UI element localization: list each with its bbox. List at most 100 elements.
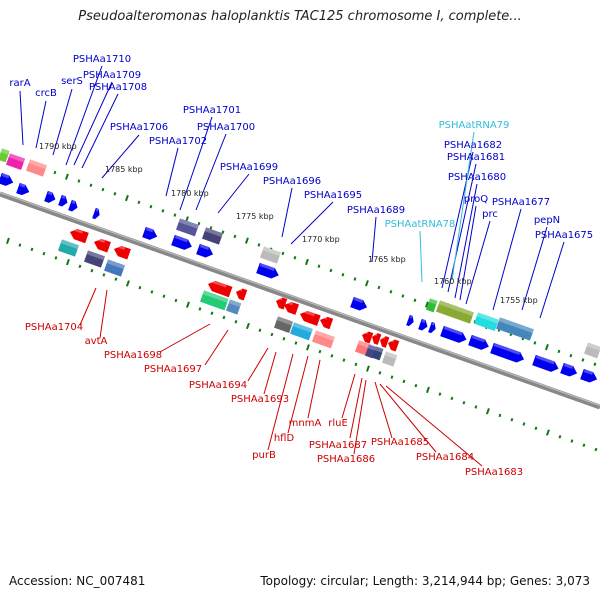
leader-line (81, 93, 119, 169)
forward-gene-arrow (171, 234, 192, 250)
tick-mark (582, 443, 586, 448)
reverse-gene-arrow (362, 330, 374, 344)
tick-mark (450, 396, 454, 401)
reverse-gene-arrow (388, 338, 400, 352)
leader-line (65, 65, 103, 166)
category-block (225, 299, 242, 315)
tick-mark (594, 447, 598, 452)
gene-shape (490, 342, 525, 363)
category-block (5, 153, 26, 170)
tick-mark (545, 429, 550, 436)
category-shine (228, 299, 242, 308)
leader-line (290, 201, 334, 245)
category-block (259, 246, 281, 264)
gene-shape (406, 314, 414, 327)
tick-mark (377, 285, 381, 290)
leader-line (454, 183, 478, 299)
kbp-label: 1770 kbp (302, 235, 340, 244)
gene-label: purB (252, 450, 276, 461)
category-fill (199, 290, 229, 311)
tick-mark (101, 187, 105, 192)
category-block (57, 239, 79, 257)
gene-shine (1, 173, 10, 179)
gene-shine (353, 297, 364, 303)
forward-gene-arrow (256, 262, 279, 279)
leader-line (379, 383, 437, 453)
leader-line (99, 289, 108, 339)
reverse-gene-arrow (320, 315, 334, 330)
category-fill (103, 259, 125, 277)
category-fill (311, 330, 335, 349)
gene-shape (468, 334, 489, 350)
leader-line (267, 353, 294, 451)
forward-gene-arrow (560, 362, 578, 377)
gene-label: PSHAa1683 (465, 467, 523, 478)
tick-mark (318, 349, 322, 354)
category-shine (586, 342, 600, 351)
tick-mark (64, 173, 69, 180)
category-block (495, 317, 534, 341)
backbone-highlight (0, 191, 600, 407)
gene-label: PSHAatRNA78 (385, 219, 456, 230)
gene-label: PSHAa1677 (492, 197, 550, 208)
leader-line (492, 208, 522, 311)
category-block (583, 342, 600, 359)
gene-label: PSHAa1681 (447, 152, 505, 163)
tick-mark (389, 290, 393, 294)
gene-label: PSHAa1687 (309, 440, 367, 451)
gene-shine (95, 208, 99, 212)
kbp-label: 1760 kbp (434, 277, 472, 286)
gene-shape (372, 333, 382, 345)
gene-shape (196, 243, 214, 258)
forward-gene-arrow (0, 172, 14, 186)
forward-gene-arrow (16, 182, 30, 196)
category-fill (381, 351, 398, 367)
gene-shape (70, 228, 89, 244)
gene-shine (389, 338, 395, 343)
leader-line (101, 134, 140, 179)
gene-shine (471, 335, 486, 343)
tick-mark (294, 341, 298, 345)
gene-shine (237, 287, 243, 292)
forward-gene-arrow (532, 354, 559, 372)
tick-mark (234, 320, 238, 324)
category-fill (273, 316, 294, 333)
reverse-gene-arrow (208, 279, 233, 298)
gene-shine (431, 322, 435, 326)
category-fill (583, 342, 600, 359)
tick-mark (534, 426, 538, 431)
gene-label: PSHAa1702 (149, 136, 207, 147)
category-fill (435, 300, 474, 324)
category-fill (225, 299, 242, 315)
gene-label: prc (482, 209, 498, 220)
functional-category-track (0, 148, 600, 367)
tick-mark (330, 354, 334, 358)
gene-label: crcB (35, 88, 57, 99)
gene-shine (373, 332, 378, 336)
gene-shape (388, 339, 400, 352)
tick-mark (282, 337, 286, 341)
category-shine (374, 346, 384, 353)
gene-label: proQ (464, 194, 488, 205)
category-block (435, 300, 474, 324)
leader-line (349, 377, 363, 439)
category-block (103, 259, 125, 277)
tick-mark (581, 358, 585, 362)
tick-mark (77, 179, 81, 183)
gene-shine (61, 195, 66, 199)
gene-shape (560, 362, 578, 377)
category-fill (0, 148, 10, 163)
forward-gene-arrow (440, 325, 467, 343)
category-fill (25, 159, 47, 177)
gene-track (0, 172, 598, 383)
tick-mark (54, 256, 58, 260)
forward-gene-arrow (92, 207, 100, 220)
tick-mark (413, 298, 417, 303)
gene-labels: rarAcrcBserSPSHAa1710PSHAa1709PSHAa1708P… (9, 54, 593, 478)
reverse-gene-arrow (94, 237, 111, 253)
tick-mark (113, 192, 117, 196)
gene-shape (362, 331, 374, 344)
gene-shine (199, 244, 210, 250)
kbp-label: 1785 kbp (105, 165, 143, 174)
